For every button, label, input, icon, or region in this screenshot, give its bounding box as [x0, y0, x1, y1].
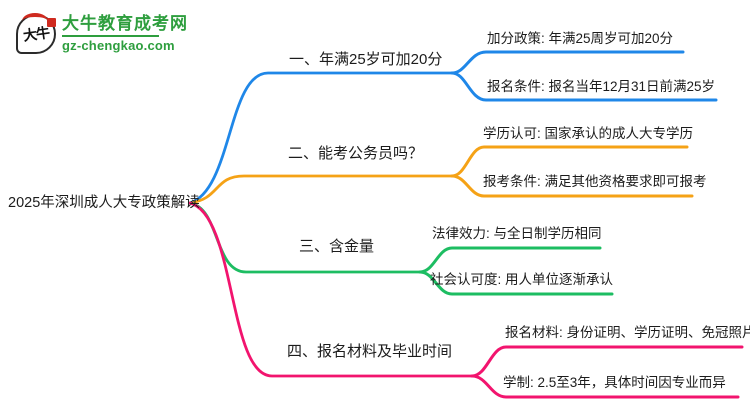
branch-4-leaf-2-label: 学制: 2.5至3年，具体时间因专业而异	[503, 375, 726, 390]
branch-2-leaf-2-label: 报考条件: 满足其他资格要求即可报考	[483, 174, 707, 189]
site-name: 大牛教育成考网	[62, 14, 188, 33]
root-node: 2025年深圳成人大专政策解读	[8, 195, 200, 211]
branch-4-line	[188, 201, 474, 378]
branch-4-label: 四、报名材料及毕业时间	[287, 343, 453, 360]
logo-seal-icon	[47, 18, 56, 27]
logo-red-arc	[22, 13, 48, 29]
site-logo: 大牛 大牛教育成考网 gz-chengkao.com	[16, 13, 188, 54]
speech-bubble-logo-icon: 大牛	[16, 13, 56, 54]
branch-1-fork-up	[450, 50, 685, 75]
branch-4-leaf-1-label: 报名材料: 身份证明、学历证明、免冠照片	[505, 325, 750, 340]
site-url: gz-chengkao.com	[62, 38, 175, 53]
branch-2-label: 二、能考公务员吗？	[288, 145, 424, 162]
branch-3-label: 三、含金量	[299, 238, 375, 255]
branch-2-line	[188, 174, 454, 205]
branch-3-fork-up	[418, 246, 602, 274]
branch-2-fork-down	[450, 174, 694, 198]
branch-1-label: 一、年满25岁可加20分	[289, 51, 443, 68]
logo-text-block: 大牛教育成考网 gz-chengkao.com	[62, 14, 188, 53]
branch-1-leaf-2-label: 报名条件: 报名当年12月31日前满25岁	[487, 79, 716, 94]
logo-divider	[62, 35, 159, 37]
branch-3-leaf-1-label: 法律效力: 与全日制学历相同	[432, 226, 602, 241]
branch-1-leaf-1-label: 加分政策: 年满25周岁可加20分	[487, 31, 674, 46]
branch-3-fork-down	[418, 270, 614, 296]
logo-bubble-text: 大牛	[22, 24, 50, 44]
branch-4-fork-up	[470, 345, 744, 378]
branch-3-leaf-2-label: 社会认可度: 用人单位逐渐承认	[430, 272, 614, 287]
branch-1-fork-down	[450, 71, 718, 102]
branch-4-fork-down	[470, 374, 740, 399]
branch-2-fork-up	[450, 145, 689, 178]
branch-2-leaf-1-label: 学历认可: 国家承认的成人大专学历	[483, 126, 694, 141]
branch-1-line	[188, 71, 454, 205]
